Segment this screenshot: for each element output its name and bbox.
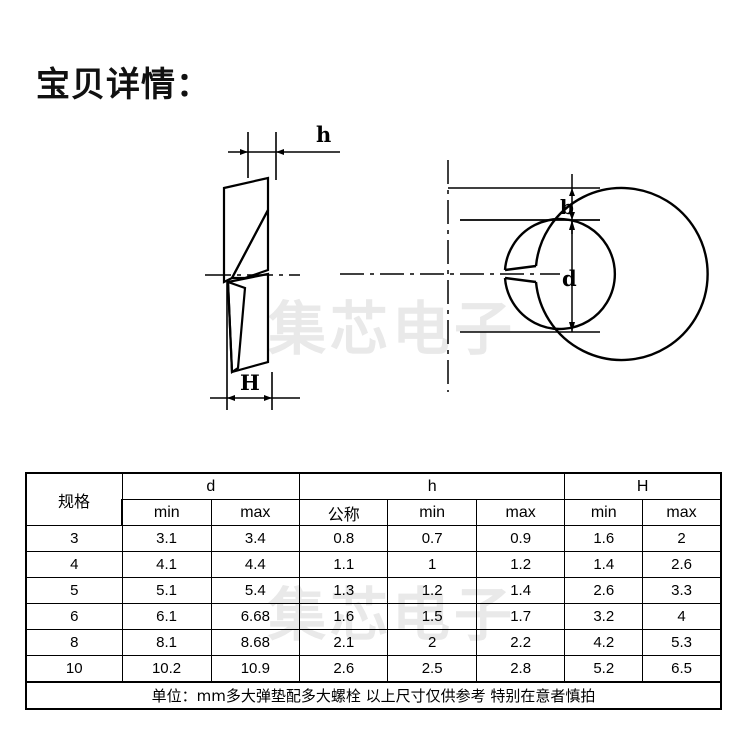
cell-H_min: 5.2 [564,655,644,683]
watermark-drawing: 集芯电子 [268,295,517,363]
table-header-row-groups: 规格 d h H [24,472,723,526]
cell-d_max: 10.9 [210,655,301,683]
H-dimension [210,282,300,410]
dimension-label-b: b [560,195,574,219]
drawing-svg: h H [205,122,709,410]
cell-h_max: 2.2 [475,629,566,656]
d-dimension [460,219,600,333]
dimension-label-h: h [316,122,331,147]
cell-d_min: 3.1 [121,525,212,552]
washer-outer-ring [534,186,709,362]
cell-d_min: 5.1 [121,577,212,604]
cell-h_max: 1.2 [475,551,566,578]
cell-h_nom: 1.1 [299,551,389,578]
table-foot: 单位：mm多大弹垫配多大螺栓 以上尺寸仅供参考 特别在意者慎拍 [25,681,722,710]
table-header-row-subs: min max 公称 min max min max [26,499,723,526]
cell-h_min: 1.5 [387,603,477,630]
dimension-label-d: d [562,266,577,291]
cell-H_min: 2.6 [564,577,644,604]
spring-washer-drawing: h H [0,110,750,450]
cell-H_max: 6.5 [642,655,723,683]
header-d-max: max [210,499,301,526]
cell-H_min: 4.2 [564,629,644,656]
cell-h_nom: 2.6 [299,655,389,683]
header-group-d: d [121,472,301,500]
washer-section-upper-face [230,209,270,280]
cell-h_min: 1 [387,551,477,578]
cell-h_nom: 2.1 [299,629,389,656]
cell-H_max: 2.6 [642,551,723,578]
cell-h_max: 1.4 [475,577,566,604]
washer-gap-top [504,264,537,272]
cell-h_max: 0.9 [475,525,566,552]
cell-d_max: 5.4 [210,577,301,604]
cell-H_min: 1.4 [564,551,644,578]
header-h-min: min [387,499,477,526]
cell-d_min: 10.2 [121,655,212,683]
washer-section-lower [226,272,270,374]
washer-section-upper [222,176,270,284]
cell-h_min: 2.5 [387,655,477,683]
cell-d_max: 3.4 [210,525,301,552]
cell-spec: 4 [24,551,123,578]
cell-d_max: 8.68 [210,629,301,656]
cell-d_min: 4.1 [121,551,212,578]
header-h-max: max [475,499,566,526]
header-group-H-cap: H [564,472,723,500]
cell-h_min: 2 [387,629,477,656]
cell-h_min: 1.2 [387,577,477,604]
cell-h_nom: 1.3 [299,577,389,604]
cell-h_nom: 0.8 [299,525,389,552]
cell-spec: 10 [24,655,123,683]
header-H-max: max [642,499,723,526]
dimension-label-H: H [240,370,260,395]
cell-spec: 8 [24,629,123,656]
header-d-min: min [121,499,212,526]
cell-h_nom: 1.6 [299,603,389,630]
table-head: 规格 d h H min max 公称 min max min max [24,472,723,526]
header-group-h: h [299,472,566,500]
cell-d_min: 8.1 [121,629,212,656]
washer-inner-ring [503,217,616,331]
cell-H_max: 3.3 [642,577,723,604]
cell-spec: 6 [24,603,123,630]
cell-h_max: 1.7 [475,603,566,630]
cell-H_max: 5.3 [642,629,723,656]
washer-section-lower-face [226,280,247,374]
cell-H_max: 4 [642,603,723,630]
header-spec: 规格 [24,472,123,526]
cell-H_min: 1.6 [564,525,644,552]
cell-h_min: 0.7 [387,525,477,552]
b-dimension [448,174,600,234]
header-h-nominal: 公称 [299,499,389,526]
cell-H_min: 3.2 [564,603,644,630]
h-dimension [228,132,340,180]
cell-d_min: 6.1 [121,603,212,630]
header-H-min: min [564,499,644,526]
table-footer-row: 单位：mm多大弹垫配多大螺栓 以上尺寸仅供参考 特别在意者慎拍 [25,681,722,710]
cell-d_max: 6.68 [210,603,301,630]
cell-d_max: 4.4 [210,551,301,578]
cell-h_max: 2.8 [475,655,566,683]
cell-spec: 3 [24,525,123,552]
cell-H_max: 2 [642,525,723,552]
washer-gap-bottom [504,276,537,284]
page-title: 宝贝详情： [36,65,211,105]
cell-spec: 5 [24,577,123,604]
footer-note: 单位：mm多大弹垫配多大螺栓 以上尺寸仅供参考 特别在意者慎拍 [25,681,722,710]
